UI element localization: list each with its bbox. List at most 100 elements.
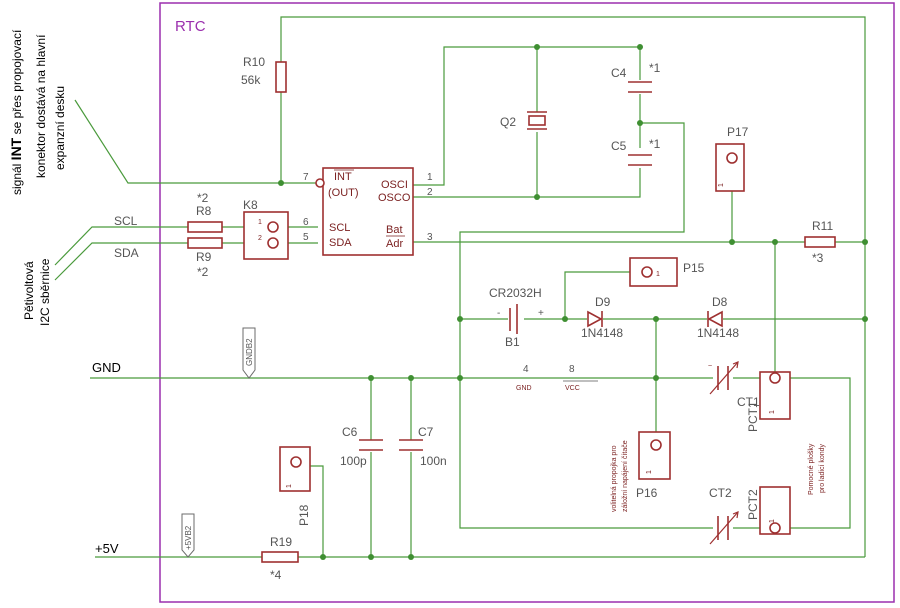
ic-pin6: 6	[303, 217, 309, 228]
int-note-line2: konektor dostává na hlavní	[34, 34, 48, 178]
wires	[54, 16, 866, 558]
c5-note: *1	[649, 137, 661, 151]
pad-pct1[interactable]: 1 PCT1	[746, 371, 791, 432]
r11-ref: R11	[812, 219, 833, 233]
ct1-ref: CT1	[737, 395, 760, 409]
capacitor-c5[interactable]: C5 *1	[611, 137, 661, 166]
c6-ref: C6	[342, 425, 358, 439]
vb2-label: +5VB2	[184, 525, 193, 550]
r9-ref: R9	[196, 250, 212, 264]
pad-pct2[interactable]: 1 PCT2	[746, 486, 791, 535]
ic-out-label: (OUT)	[328, 187, 359, 199]
c6-value: 100p	[340, 454, 367, 468]
pads-note-line1: Pomocné plošky	[808, 443, 815, 495]
pct1-ref: PCT1	[746, 401, 760, 432]
k8-pin1: 1	[258, 219, 262, 226]
resistor-r8[interactable]: R8 *2	[187, 191, 223, 233]
junctions	[278, 44, 868, 560]
p18-ref: P18	[297, 504, 311, 526]
p18-pin: 1	[286, 484, 293, 488]
vb2-tag: +5VB2	[181, 513, 195, 558]
ic-vcc-pin-label: VCC	[565, 385, 580, 392]
ic-sda-label: SDA	[329, 237, 352, 249]
r19-note: *4	[270, 568, 282, 582]
jumper-note-line2: záložní napájení čítače	[622, 440, 629, 512]
battery-b1[interactable]: - + CR2032H B1	[489, 286, 544, 349]
pad-p17[interactable]: 1 P17	[715, 125, 749, 192]
net-5v: +5V	[95, 541, 119, 556]
net-scl: SCL	[114, 214, 138, 228]
d9-value: 1N4148	[581, 326, 623, 340]
gndb2-label: GNDB2	[245, 338, 254, 366]
c7-value: 100n	[420, 454, 447, 468]
r8-ref: R8	[196, 204, 212, 218]
b1-plus: +	[538, 308, 544, 319]
r10-value: 56k	[241, 73, 261, 87]
p16-pin: 1	[646, 470, 653, 474]
ct1-arrow: ~	[708, 363, 712, 370]
ic-pin5: 5	[303, 232, 309, 243]
r9-note: *2	[197, 265, 209, 279]
b1-value: CR2032H	[489, 286, 542, 300]
ic-osco-label: OSCO	[378, 192, 411, 204]
ic-osci-label: OSCI	[381, 179, 408, 191]
p17-pin: 1	[718, 183, 725, 187]
trimmer-ct1[interactable]: ~ CT1	[708, 361, 760, 409]
svg-text:konektor dostává na hlavní: konektor dostává na hlavní	[34, 34, 48, 178]
p17-ref: P17	[727, 125, 749, 139]
int-note-line3: expanzní desku	[53, 86, 67, 170]
diode-d9[interactable]: D9 1N4148	[581, 295, 623, 340]
gndb2-tag: GNDB2	[242, 327, 256, 379]
int-note-line1: signál INT se přes propojovací	[8, 29, 24, 195]
resistor-r10[interactable]: R10 56k	[241, 55, 287, 93]
svg-text:expanzní desku: expanzní desku	[53, 86, 67, 170]
ic-int-label: INT	[334, 171, 352, 183]
rtc-chip[interactable]: INT (OUT) SCL SDA OSCI OSCO Bat Adr 7 6 …	[303, 167, 433, 256]
pads-note: Pomocné plošky pro ladicí kondy	[808, 443, 826, 495]
ic-pin3: 3	[427, 232, 433, 243]
r11-note: *3	[812, 251, 824, 265]
resistor-r19[interactable]: R19 *4	[261, 535, 299, 582]
pct1-pin: 1	[769, 410, 776, 414]
pad-p16[interactable]: 1 P16	[636, 431, 671, 500]
pad-p18[interactable]: 1 P18	[279, 446, 311, 526]
pads-note-line2: pro ladicí kondy	[819, 443, 826, 493]
c4-ref: C4	[611, 66, 627, 80]
net-gnd: GND	[92, 360, 121, 375]
p15-pin: 1	[656, 271, 660, 278]
k8-pin2: 2	[258, 235, 262, 242]
jumper-note: volitelná propojka pro záložní napájení …	[611, 440, 629, 512]
crystal-q2[interactable]: Q2	[500, 111, 547, 130]
r19-ref: R19	[270, 535, 292, 549]
ct2-ref: CT2	[709, 486, 732, 500]
jumper-k8[interactable]: 1 2 K8	[243, 198, 289, 260]
i2c-note: Pětivoltová I2C sběrnice	[22, 258, 52, 326]
resistor-r11[interactable]: R11 *3	[804, 219, 836, 265]
ic-pin7: 7	[303, 172, 309, 183]
i2c-note-line2: I2C sběrnice	[38, 258, 52, 326]
net-sda: SDA	[114, 246, 139, 260]
pct2-ref: PCT2	[746, 489, 760, 520]
rtc-title: RTC	[175, 18, 206, 35]
svg-text:signál INT se přes propojovací: signál INT se přes propojovací	[8, 29, 24, 195]
ic-bat-label: Bat	[386, 224, 403, 236]
diode-d8[interactable]: D8 1N4148	[697, 295, 739, 340]
resistor-r9[interactable]: R9 *2	[187, 237, 223, 279]
rtc-frame	[159, 2, 895, 603]
q2-ref: Q2	[500, 115, 516, 129]
k8-ref: K8	[243, 198, 258, 212]
capacitor-c6[interactable]: C6 100p	[340, 425, 383, 468]
b1-ref: B1	[505, 335, 520, 349]
ic-scl-label: SCL	[329, 222, 350, 234]
ic-pin2: 2	[427, 187, 433, 198]
capacitor-c4[interactable]: C4 *1	[611, 61, 661, 93]
trimmer-ct2[interactable]: CT2	[709, 486, 739, 545]
capacitor-c7[interactable]: C7 100n	[399, 425, 447, 468]
p16-ref: P16	[636, 486, 658, 500]
pad-p15[interactable]: 1 P15	[629, 257, 705, 287]
r10-ref: R10	[243, 55, 265, 69]
int-note: signál INT se přes propojovací konektor …	[8, 29, 67, 195]
jumper-note-line1: volitelná propojka pro	[611, 445, 618, 512]
b1-minus: -	[497, 308, 500, 319]
